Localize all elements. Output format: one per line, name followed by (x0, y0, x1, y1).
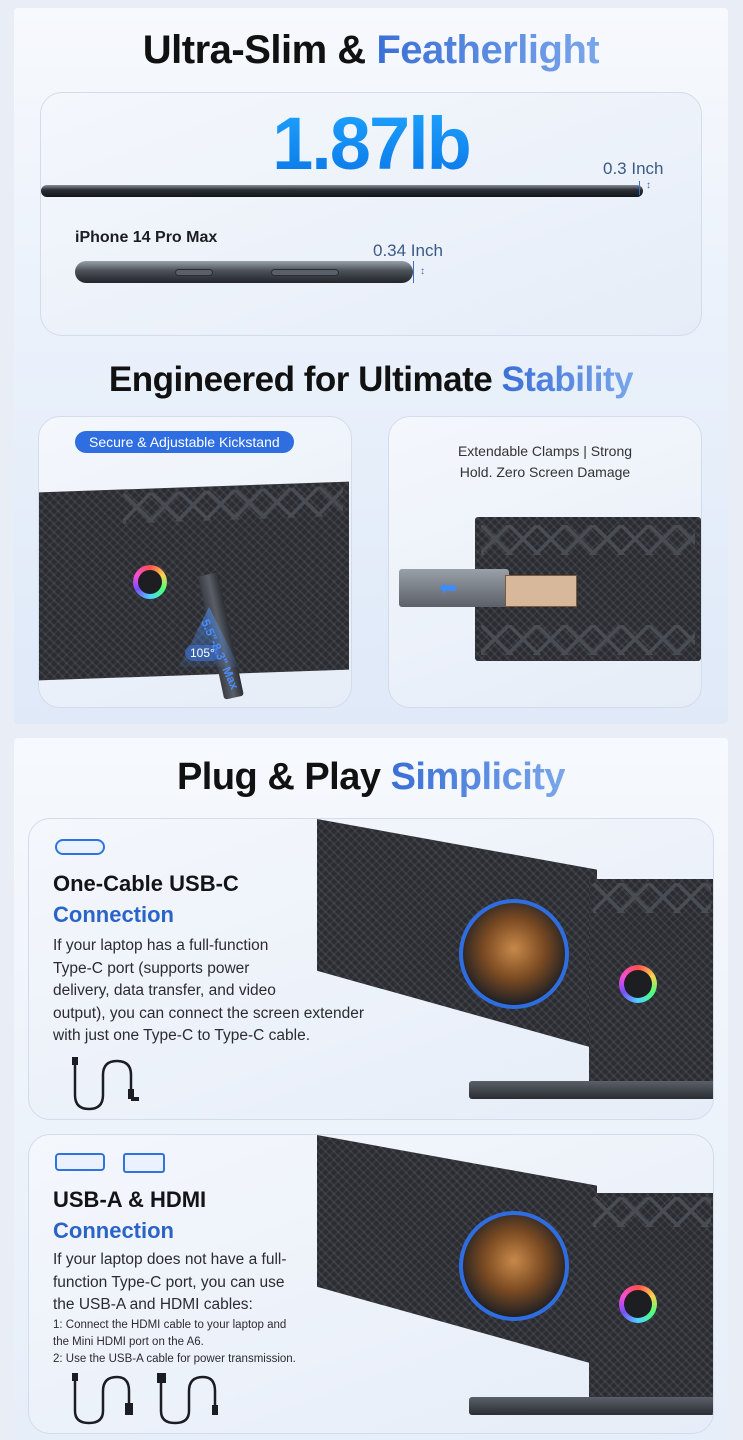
port-zoom-image (459, 1211, 569, 1321)
feature2-subtitle: Connection (53, 1218, 174, 1243)
usb-a-hdmi-connection-card: USB-A & HDMI Connection If your laptop d… (28, 1134, 714, 1434)
plug-and-play-heading: Plug & Play Simplicity (176, 756, 566, 798)
featherlight-stability-section: Ultra-Slim & Featherlight 1.87lb 0.3 Inc… (14, 8, 728, 724)
kickstand-pill: Secure & Adjustable Kickstand (75, 431, 294, 453)
usb-a-port-icon (123, 1153, 165, 1173)
feature1-body: If your laptop has a full-function Type-… (53, 937, 365, 1044)
usb-c-connection-card: One-Cable USB-C Connection If your lapto… (28, 818, 714, 1120)
rgb-light-ring-icon (619, 965, 657, 1003)
usb-c-cable-icon (72, 1057, 139, 1111)
clamp-arm-image (399, 569, 509, 607)
clamps-text-line2: Hold. Zero Screen Damage (459, 464, 631, 480)
phone-profile-image (75, 261, 413, 283)
laptop-base-image (469, 1397, 713, 1415)
phone-button (175, 269, 213, 276)
weight-value: 1.87lb (41, 101, 701, 186)
thickness-comparison-card: 1.87lb 0.3 Inch ↕ iPhone 14 Pro Max 0.34… (40, 92, 702, 336)
usb-c-port-icon (55, 839, 105, 855)
ultra-slim-heading: Ultra-Slim & Featherlight (142, 28, 600, 72)
plug-and-play-section: Plug & Play Simplicity One-Cable USB-C C… (14, 738, 728, 1440)
phone-thickness-label: 0.34 Inch (373, 241, 443, 260)
port-zoom-image (459, 899, 569, 1009)
laptop-base-image (469, 1081, 713, 1099)
kickstand-angle-label: 105° (185, 645, 220, 661)
clamps-text-line1: Extendable Clamps | Strong (457, 443, 633, 459)
feature1-title: One-Cable USB-C (53, 871, 239, 896)
monitor-thickness-label: 0.3 Inch (603, 159, 664, 178)
phone-thickness-marker: ↕ (413, 261, 431, 283)
feature2-body: If your laptop does not have a full- fun… (53, 1251, 287, 1313)
phone-button (271, 269, 339, 276)
hdmi-port-icon (55, 1153, 105, 1171)
stability-heading: Engineered for Ultimate Stability (108, 360, 634, 399)
hdmi-usb-a-cables-icon (72, 1373, 218, 1425)
kickstand-card: Secure & Adjustable Kickstand 105° 5.5"-… (38, 416, 352, 708)
feature2-notes: 1: Connect the HDMI cable to your laptop… (53, 1319, 296, 1365)
clamps-card: Extendable Clamps | Strong Hold. Zero Sc… (388, 416, 702, 708)
monitor-profile-image (41, 185, 643, 197)
warning-label-image (505, 575, 577, 607)
feature1-subtitle: Connection (53, 902, 174, 927)
feature2-title: USB-A & HDMI (53, 1187, 207, 1212)
rgb-light-ring-icon (133, 565, 167, 599)
laptop-back-image (589, 879, 713, 1095)
arrow-left-icon: ⬅ (439, 575, 458, 600)
rgb-light-ring-icon (619, 1285, 657, 1323)
monitor-thickness-marker: ↕ (639, 181, 657, 195)
phone-name-label: iPhone 14 Pro Max (75, 229, 218, 246)
